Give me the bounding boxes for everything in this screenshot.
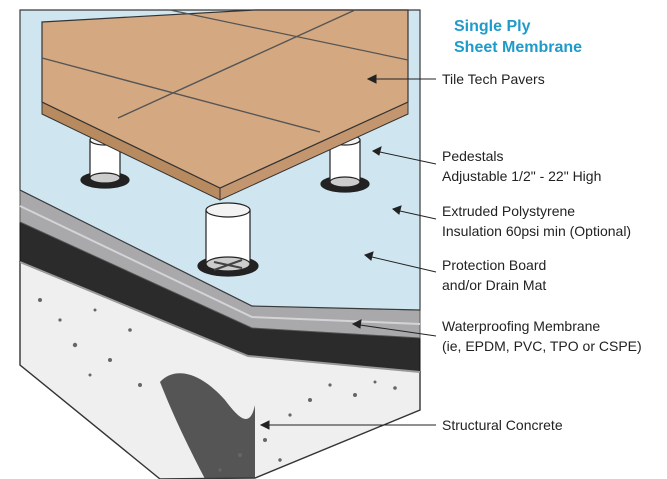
label-tile-pavers: Tile Tech Pavers [442, 71, 545, 87]
protection-board-stripe [19, 205, 421, 325]
pedestal-group [80, 134, 370, 277]
arrow-insulation [399, 210, 437, 220]
label-drain-mat: and/or Drain Mat [442, 277, 547, 293]
label-membrane-types: (ie, EPDM, PVC, TPO or CSPE) [442, 338, 642, 354]
label-pedestals-height: Adjustable 1/2" - 22" High [442, 168, 602, 184]
paver-joint-1 [117, 9, 356, 119]
leader-arrows [259, 74, 437, 430]
arrow-protection [371, 256, 437, 273]
label-insulation: Extruded Polystyrene [442, 203, 576, 219]
paver-top-surface [41, 9, 409, 189]
diagram-title-line-2: Sheet Membrane [454, 39, 583, 56]
arrow-pedestals [379, 151, 437, 165]
label-insulation-spec: Insulation 60psi min (Optional) [442, 223, 632, 239]
concrete-dark-wedge [160, 373, 255, 479]
tile-pavers-layer [41, 9, 409, 201]
paver-joint-3 [169, 9, 409, 61]
label-pedestals: Pedestals [442, 148, 504, 164]
concrete-aggregate [38, 298, 397, 472]
label-waterproofing-membrane: Waterproofing Membrane [442, 318, 601, 334]
paver-joint-2 [41, 57, 321, 133]
label-structural-concrete: Structural Concrete [442, 417, 563, 433]
pedestal-front [197, 202, 259, 277]
arrow-waterproofing [359, 324, 437, 337]
label-protection-board: Protection Board [442, 257, 547, 273]
diagram-title-line-1: Single Ply [454, 18, 531, 35]
membrane-edge-line [19, 261, 421, 373]
